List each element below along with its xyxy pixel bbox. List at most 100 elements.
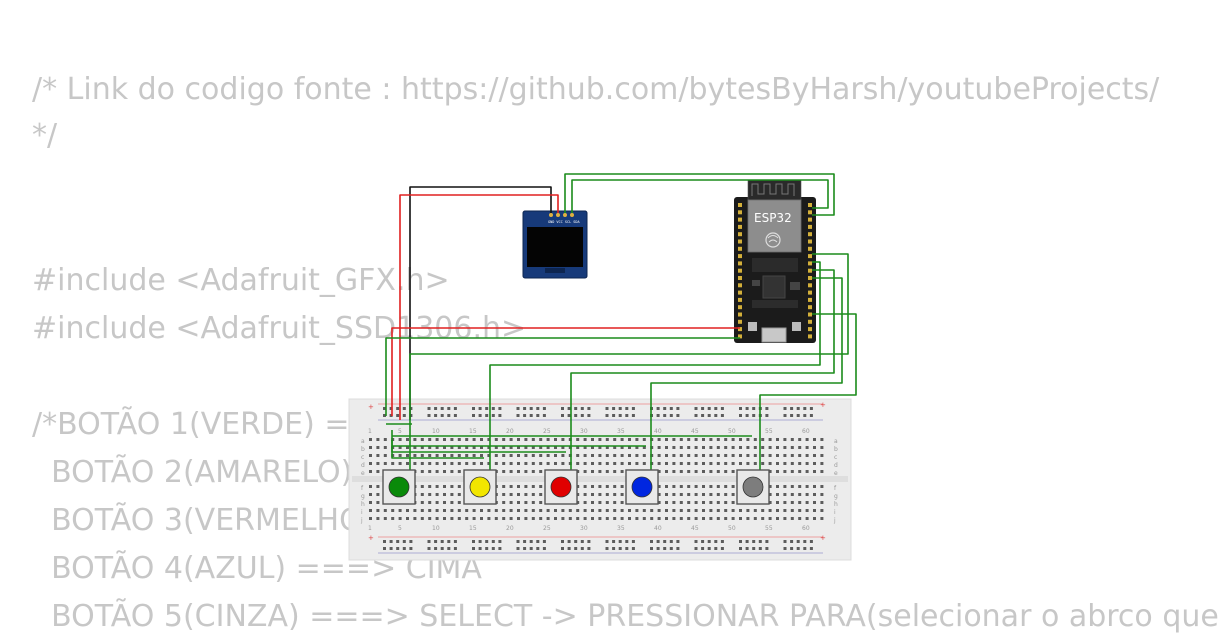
breadboard-hole	[805, 485, 809, 488]
breadboard-hole	[450, 501, 454, 504]
breadboard-hole	[694, 470, 698, 473]
breadboard-hole	[650, 540, 653, 543]
breadboard-hole	[398, 509, 402, 512]
breadboard-hole	[701, 407, 705, 410]
breadboard-hole	[591, 438, 594, 441]
breadboard-hole	[687, 501, 691, 504]
breadboard-hole	[465, 462, 469, 465]
breadboard-hole	[739, 407, 742, 410]
breadboard-hole	[598, 485, 602, 488]
breadboard-hole	[702, 446, 705, 449]
breadboard-hole	[768, 485, 772, 488]
breadboard-hole	[790, 501, 794, 504]
push-button-cinza[interactable]	[736, 469, 770, 505]
breadboard-hole	[583, 454, 587, 457]
breadboard-hole	[517, 454, 520, 457]
header-pin	[808, 312, 812, 317]
breadboard-hole	[605, 509, 609, 512]
header-pin	[738, 334, 742, 339]
breadboard-hole	[576, 470, 580, 473]
breadboard-hole	[529, 547, 533, 550]
column-number: 10	[432, 525, 440, 532]
breadboard-hole	[605, 547, 609, 550]
boot-button[interactable]	[748, 322, 757, 331]
breadboard-hole	[420, 509, 424, 512]
breadboard-hole	[628, 438, 631, 441]
breadboard[interactable]: + + + + 1 5 10 15 20 25 30 35 40 45 50 5…	[348, 398, 852, 561]
breadboard-hole	[427, 547, 431, 550]
oled-display[interactable]: GND VCC SCL SDA	[522, 210, 588, 279]
breadboard-hole	[724, 493, 728, 496]
header-pin	[808, 290, 812, 295]
breadboard-hole	[790, 462, 794, 465]
row-letter: a	[834, 438, 838, 445]
breadboard-hole	[561, 547, 564, 550]
esp32-label: ESP32	[754, 211, 792, 225]
breadboard-hole	[714, 414, 718, 417]
breadboard-hole	[620, 493, 624, 496]
breadboard-hole	[724, 470, 728, 473]
breadboard-hole	[554, 446, 557, 449]
breadboard-hole	[663, 540, 667, 543]
button-cap-gray[interactable]	[742, 476, 764, 498]
breadboard-hole	[676, 540, 680, 543]
wire-button-amarelo	[489, 261, 821, 474]
button-cap-blue[interactable]	[631, 476, 653, 498]
header-pin	[808, 261, 812, 266]
push-button-vermelho[interactable]	[544, 469, 578, 505]
push-button-amarelo[interactable]	[463, 469, 497, 505]
breadboard-hole	[502, 501, 506, 504]
breadboard-hole	[805, 517, 809, 520]
breadboard-hole	[517, 517, 520, 520]
breadboard-hole	[813, 446, 816, 449]
breadboard-hole	[598, 462, 602, 465]
breadboard-hole	[731, 501, 735, 504]
reset-button[interactable]	[792, 322, 801, 331]
breadboard-hole	[709, 462, 713, 465]
breadboard-hole	[576, 493, 580, 496]
breadboard-hole	[536, 414, 540, 417]
breadboard-hole	[435, 470, 439, 473]
breadboard-hole	[702, 493, 705, 496]
breadboard-hole	[450, 462, 454, 465]
esp32-board[interactable]: ESP32	[734, 179, 816, 343]
breadboard-hole	[472, 438, 476, 441]
breadboard-hole	[457, 438, 461, 441]
breadboard-hole	[539, 493, 543, 496]
breadboard-hole	[539, 454, 543, 457]
button-cap-yellow[interactable]	[469, 476, 491, 498]
breadboard-hole	[776, 470, 779, 473]
button-cap-green[interactable]	[388, 476, 410, 498]
breadboard-hole	[809, 414, 813, 417]
breadboard-hole	[591, 454, 594, 457]
breadboard-hole	[472, 407, 475, 410]
breadboard-hole	[739, 462, 742, 465]
breadboard-hole	[665, 454, 668, 457]
breadboard-hole	[440, 407, 444, 410]
button-cap-red[interactable]	[550, 476, 572, 498]
breadboard-hole	[642, 509, 646, 512]
header-pin	[808, 283, 812, 288]
breadboard-hole	[665, 509, 668, 512]
push-button-verde[interactable]	[382, 469, 416, 505]
breadboard-hole	[761, 517, 765, 520]
breadboard-hole	[567, 540, 571, 543]
breadboard-hole	[731, 454, 735, 457]
breadboard-hole	[443, 446, 446, 449]
breadboard-hole	[450, 454, 454, 457]
breadboard-hole	[428, 501, 432, 504]
breadboard-hole	[739, 509, 742, 512]
column-number: 25	[543, 428, 551, 435]
push-button-azul[interactable]	[625, 469, 659, 505]
breadboard-hole	[428, 462, 432, 465]
breadboard-hole	[796, 414, 800, 417]
breadboard-hole	[576, 454, 580, 457]
header-pin	[738, 261, 742, 266]
row-letter: e	[361, 470, 365, 477]
breadboard-hole	[523, 540, 527, 543]
breadboard-hole	[443, 462, 446, 465]
breadboard-hole	[516, 407, 520, 410]
breadboard-hole	[554, 462, 557, 465]
breadboard-hole	[813, 470, 816, 473]
header-pin	[808, 334, 812, 339]
